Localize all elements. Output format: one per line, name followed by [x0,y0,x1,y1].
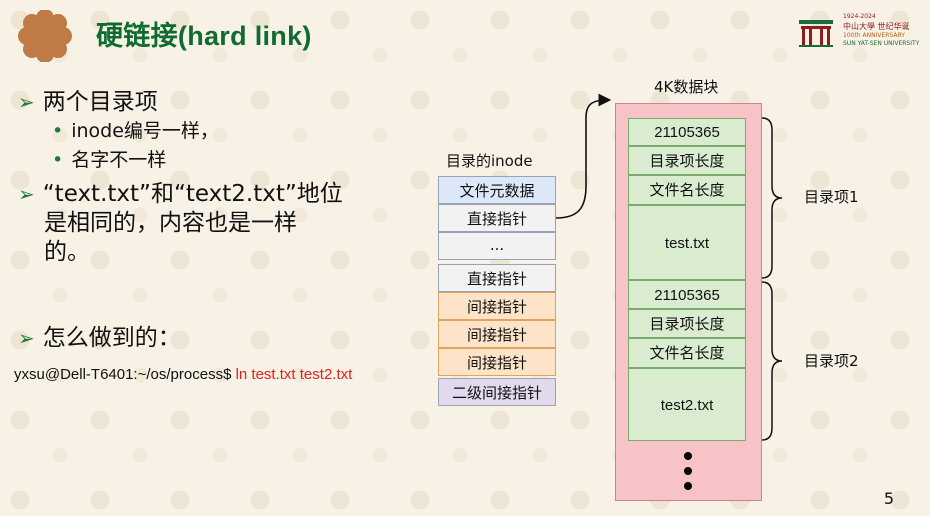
brace-entry2-icon [761,281,783,441]
dot-bullet-icon: • [52,149,64,171]
entry2-label: 目录项2 [804,352,859,370]
bullet-text-line2: 是相同的，内容也是一样 [44,210,297,236]
continuation-dots-icon [684,452,692,490]
shell-prompt: yxsu@Dell-T6401:~/os/process$ [14,366,236,383]
ln-command: ln test.txt test2.txt [235,366,353,383]
entry2-filename: test2.txt [628,368,746,441]
entry1-label: 目录项1 [804,188,859,206]
logo-name-en: SUN YAT-SEN UNIVERSITY [843,40,920,47]
inode-cell-indirect-pointer: 间接指针 [438,292,556,320]
bullet-same-status: ➢ “text.txt”和“text2.txt”地位 是相同的，内容也是一样 的。 [18,180,343,267]
flower-badge-icon [18,10,72,62]
dot-bullet-icon: • [52,120,64,142]
brace-entry1-icon [761,117,783,279]
logo-years: 1924-2024 [843,13,876,20]
page-title: 硬链接(hard link) [96,21,312,51]
entry1-record-length: 目录项长度 [628,146,746,175]
bullet-text: 两个目录项 [42,89,158,115]
inode-cell-double-indirect-pointer: 二级间接指针 [438,378,556,406]
logo-name-cn: 中山大學 世纪华诞 [843,22,910,31]
entry1-inode-number: 21105365 [628,118,746,146]
pointer-arrow [555,93,612,219]
sub-bullet-text: 名字不一样 [71,149,167,171]
arrow-bullet-icon: ➢ [18,90,35,114]
entry1-name-length: 文件名长度 [628,175,746,205]
inode-cell-ellipsis: ... [438,232,556,260]
logo-anniversary: 100th ANNIVERSARY [843,32,905,39]
sub-bullet-inode: • inode编号一样， [52,116,219,143]
sub-bullet-text: inode编号一样， [71,120,219,142]
inode-cell-indirect-pointer: 间接指针 [438,320,556,348]
bullet-text-line3: 的。 [44,239,90,265]
page-number: 5 [883,489,894,508]
arrow-bullet-icon: ➢ [18,182,35,206]
university-gate-icon [799,20,833,47]
block-label: 4K数据块 [654,78,719,96]
arrow-bullet-icon: ➢ [18,326,35,350]
bullet-how: ➢ 怎么做到的： [18,318,181,352]
inode-cell-direct-pointer: 直接指针 [438,264,556,292]
inode-cell-metadata: 文件元数据 [438,176,556,204]
bullet-text: 怎么做到的： [42,325,181,351]
inode-cell-direct-pointer: 直接指针 [438,204,556,232]
command-line: yxsu@Dell-T6401:~/os/process$ ln test.tx… [14,366,352,383]
university-logo: 1924-2024 中山大學 世纪华诞 100th ANNIVERSARY SU… [797,13,923,50]
entry1-filename: test.txt [628,205,746,280]
bullet-text-line1: “text.txt”和“text2.txt”地位 [42,181,343,207]
entry2-name-length: 文件名长度 [628,338,746,368]
inode-label: 目录的inode [446,152,533,170]
entry2-record-length: 目录项长度 [628,309,746,338]
sub-bullet-name: • 名字不一样 [52,145,166,172]
inode-cell-indirect-pointer: 间接指针 [438,348,556,376]
bullet-directory-entries: ➢ 两个目录项 [18,82,158,116]
entry2-inode-number: 21105365 [628,280,746,309]
